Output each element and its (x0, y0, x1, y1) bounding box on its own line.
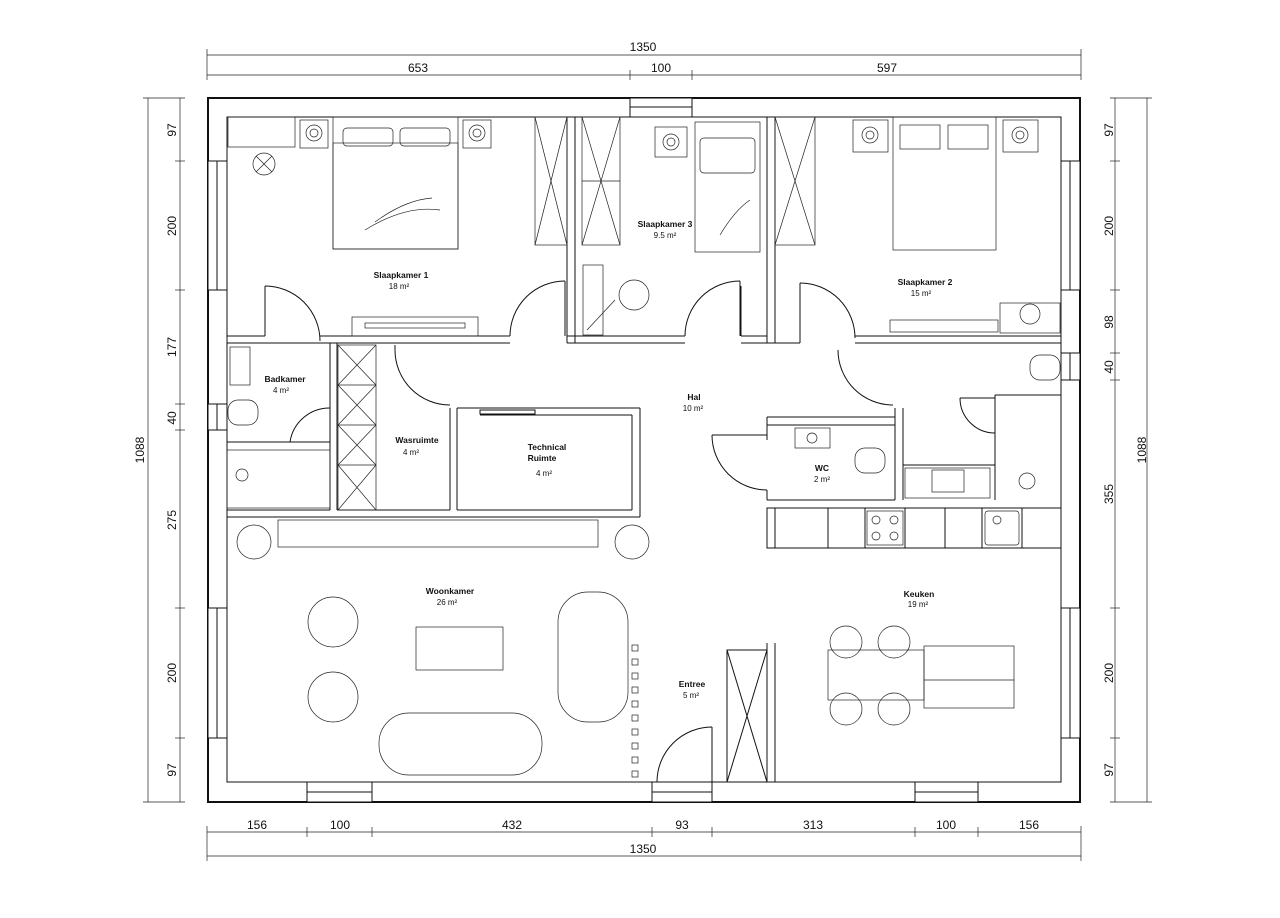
dim-right-labels: 1088 97 200 98 40 355 200 97 (1102, 123, 1149, 777)
dim-right-5: 355 (1102, 484, 1116, 504)
dim-right-2: 200 (1102, 216, 1116, 236)
room-woonkamer-name: Woonkamer (426, 586, 475, 596)
dim-top-total: 1350 (630, 40, 657, 54)
room-technical-area: 4 m² (536, 469, 552, 478)
dim-bottom-1: 156 (247, 818, 267, 832)
dim-left-2: 200 (165, 216, 179, 236)
dim-left-3: 177 (165, 337, 179, 357)
dim-bottom-5: 313 (803, 818, 823, 832)
dim-left-4: 40 (165, 411, 179, 425)
room-badkamer-area: 4 m² (273, 386, 289, 395)
dim-right-4: 40 (1102, 360, 1116, 374)
room-entree-name: Entree (679, 679, 706, 689)
dim-bottom-total: 1350 (630, 842, 657, 856)
room-wc-name: WC (815, 463, 829, 473)
dim-left-5: 275 (165, 510, 179, 530)
dim-top-3: 597 (877, 61, 897, 75)
room-slaapkamer-1-name: Slaapkamer 1 (374, 270, 429, 280)
dim-right-total: 1088 (1135, 436, 1149, 463)
room-keuken-area: 19 m² (908, 600, 929, 609)
room-wc-area: 2 m² (814, 475, 830, 484)
room-labels: Slaapkamer 1 18 m² Slaapkamer 3 9.5 m² S… (264, 219, 952, 700)
dim-bottom-7: 156 (1019, 818, 1039, 832)
room-slaapkamer-3-area: 9.5 m² (654, 231, 677, 240)
dim-left-6: 200 (165, 663, 179, 683)
room-slaapkamer-1-area: 18 m² (389, 282, 410, 291)
room-wasruimte-name: Wasruimte (395, 435, 438, 445)
dimension-lines (143, 49, 1152, 861)
room-hal-area: 10 m² (683, 404, 704, 413)
dim-bottom-3: 432 (502, 818, 522, 832)
room-technical-name-2: Ruimte (528, 453, 557, 463)
interior-walls (227, 117, 1062, 783)
dim-right-3: 98 (1102, 315, 1116, 329)
room-wasruimte-area: 4 m² (403, 448, 419, 457)
dim-left-7: 97 (165, 763, 179, 777)
room-slaapkamer-2-area: 15 m² (911, 289, 932, 298)
dim-right-6: 200 (1102, 663, 1116, 683)
room-hal-name: Hal (687, 392, 700, 402)
dim-top-2: 100 (651, 61, 671, 75)
doors (264, 280, 996, 783)
windows (207, 97, 1081, 803)
dim-bottom-4: 93 (675, 818, 689, 832)
room-technical-name-1: Technical (528, 442, 567, 452)
dim-bottom-6: 100 (936, 818, 956, 832)
dim-left-1: 97 (165, 123, 179, 137)
room-slaapkamer-3-name: Slaapkamer 3 (638, 219, 693, 229)
exterior-walls (207, 97, 1081, 803)
dim-right-7: 97 (1102, 763, 1116, 777)
room-woonkamer-area: 26 m² (437, 598, 458, 607)
dim-top-1: 653 (408, 61, 428, 75)
room-entree-area: 5 m² (683, 691, 699, 700)
dim-left-total: 1088 (133, 436, 147, 463)
room-badkamer-name: Badkamer (264, 374, 306, 384)
furniture (226, 116, 1061, 778)
dim-left-labels: 1088 97 200 177 40 275 200 97 (133, 123, 179, 777)
dim-right-1: 97 (1102, 123, 1116, 137)
room-slaapkamer-2-name: Slaapkamer 2 (898, 277, 953, 287)
room-keuken-name: Keuken (904, 589, 935, 599)
dim-bottom-2: 100 (330, 818, 350, 832)
